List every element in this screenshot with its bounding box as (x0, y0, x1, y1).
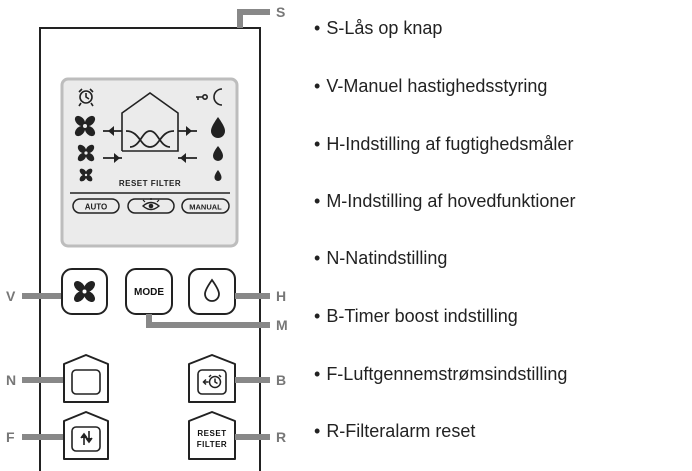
legend-item-v: •V-Manuel hastighedsstyring (314, 76, 548, 96)
water-drop-icon (204, 278, 220, 302)
reset-filter-button-label-1: RESET (197, 429, 226, 438)
lcd-manual-label: MANUAL (189, 203, 222, 212)
legend-item-f: •F-Luftgennemstrømsindstilling (314, 364, 568, 384)
night-mode-button[interactable] (63, 354, 109, 403)
mode-button-label: MODE (134, 287, 164, 298)
callout-line-m (146, 314, 270, 328)
callout-v: V (6, 288, 16, 304)
legend-text: F-Luftgennemstrømsindstilling (326, 364, 568, 384)
lcd-reset-filter-label: RESET FILTER (119, 179, 181, 188)
fan-icon-large (74, 115, 96, 137)
callout-h: H (276, 288, 286, 304)
timer-boost-icon (202, 374, 222, 389)
legend-item-s: •S-Lås op knap (314, 18, 443, 38)
lcd-auto-label: AUTO (85, 203, 108, 212)
legend-text: H-Indstilling af fugtighedsmåler (326, 134, 574, 154)
lcd-manual-pill (181, 198, 230, 214)
humidity-button[interactable] (188, 268, 236, 315)
fan-icon (73, 280, 96, 303)
legend-item-b: •B-Timer boost indstilling (314, 306, 518, 326)
callout-b: B (276, 372, 286, 388)
callout-f: F (6, 429, 15, 445)
legend-text: M-Indstilling af hovedfunktioner (326, 191, 576, 211)
airflow-arrow-left-bottom (103, 153, 122, 163)
legend-item-r: •R-Filteralarm reset (314, 421, 476, 441)
reset-filter-button[interactable]: RESET FILTER (188, 411, 236, 460)
fan-icon-medium (77, 144, 95, 162)
key-moon-icon (196, 88, 223, 106)
remote-body (39, 27, 261, 471)
fan-icon-small (79, 168, 93, 182)
airflow-arrow-left-top (103, 126, 122, 136)
legend-text: S-Lås op knap (326, 18, 443, 38)
legend-item-m: •M-Indstilling af hovedfunktioner (314, 191, 576, 211)
reset-filter-button-label-2: FILTER (197, 440, 227, 449)
airflow-curve-lower (129, 130, 171, 148)
airflow-icon (80, 431, 93, 445)
water-drop-icon-large (211, 117, 225, 138)
airflow-arrow-right-top (178, 126, 197, 136)
legend-item-n: •N-Natindstilling (314, 248, 448, 268)
timer-boost-button[interactable] (188, 354, 236, 403)
airflow-button[interactable] (63, 411, 109, 460)
water-drop-icon-small (214, 170, 222, 181)
airflow-arrow-right-bottom (178, 153, 197, 163)
water-drop-icon-medium (213, 146, 223, 161)
legend-text: B-Timer boost indstilling (326, 306, 518, 326)
callout-r: R (276, 429, 286, 445)
lcd-auto-pill (72, 198, 120, 214)
legend-text: V-Manuel hastighedsstyring (326, 76, 548, 96)
legend-text: N-Natindstilling (326, 248, 448, 268)
eye-icon (141, 198, 161, 211)
fan-speed-button[interactable] (61, 268, 108, 315)
alarm-clock-icon (78, 88, 94, 107)
airflow-curve-upper (125, 130, 175, 148)
callout-m: M (276, 317, 288, 333)
callout-s: S (276, 4, 285, 20)
callout-line-s (237, 9, 270, 28)
callout-n: N (6, 372, 16, 388)
lcd-screen: RESET FILTER AUTO MANUAL (60, 77, 239, 248)
legend-item-h: •H-Indstilling af fugtighedsmåler (314, 134, 574, 154)
house-icon (121, 92, 179, 152)
mode-button[interactable]: MODE (125, 268, 173, 315)
legend-text: R-Filteralarm reset (326, 421, 476, 441)
